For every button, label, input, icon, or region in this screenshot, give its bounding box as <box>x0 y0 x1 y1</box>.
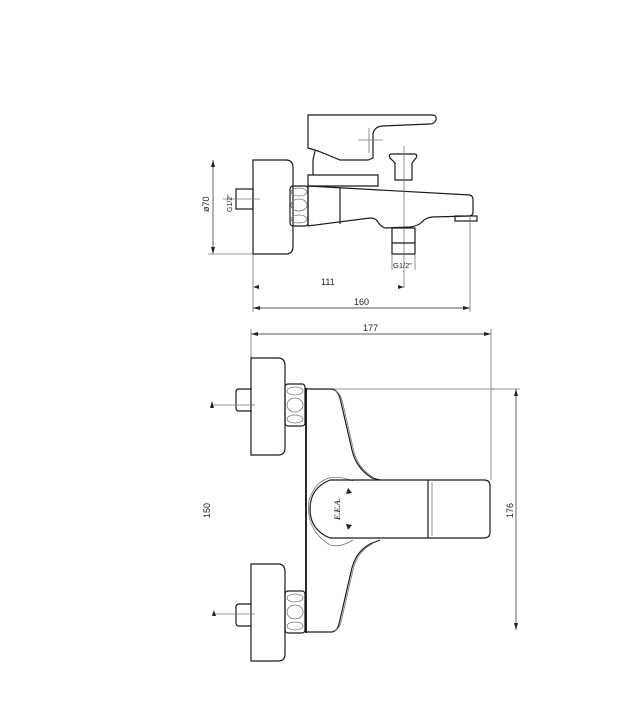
lever-handle <box>307 114 437 161</box>
front-view: 177 E <box>202 323 520 662</box>
lower-flange <box>250 563 286 662</box>
side-view: ø70 G1/2" G1/2" 111 160 <box>201 114 478 312</box>
cartridge-outline <box>308 476 354 547</box>
spout <box>307 185 474 229</box>
body-curve-upper <box>330 388 381 481</box>
dim-inlet-centers: 150 <box>202 503 212 518</box>
dim-overall-width: 177 <box>363 323 378 333</box>
upper-flange <box>250 357 286 456</box>
dim-outlet-thread: G1/2" <box>393 261 412 270</box>
outlet-stub <box>391 227 416 255</box>
brand-mark: E.E.A. <box>333 498 342 521</box>
wall-flange <box>252 159 294 255</box>
upper-nut <box>284 383 306 427</box>
aerator <box>454 215 478 222</box>
lever-handle-front <box>309 479 491 539</box>
mixer-body-top <box>307 174 379 187</box>
lower-nut <box>284 590 306 634</box>
dim-inlet-to-outlet: 111 <box>321 277 335 287</box>
dim-overall-height: 176 <box>505 503 515 518</box>
diverter-knob <box>388 153 418 181</box>
lower-inlet-stub <box>235 603 251 627</box>
body-curve-lower <box>330 539 381 633</box>
upper-inlet-stub <box>235 388 251 412</box>
dim-overall-depth: 160 <box>354 297 369 307</box>
dim-flange-diameter: ø70 <box>201 196 211 212</box>
dim-inlet-thread: G1/2" <box>227 194 234 212</box>
